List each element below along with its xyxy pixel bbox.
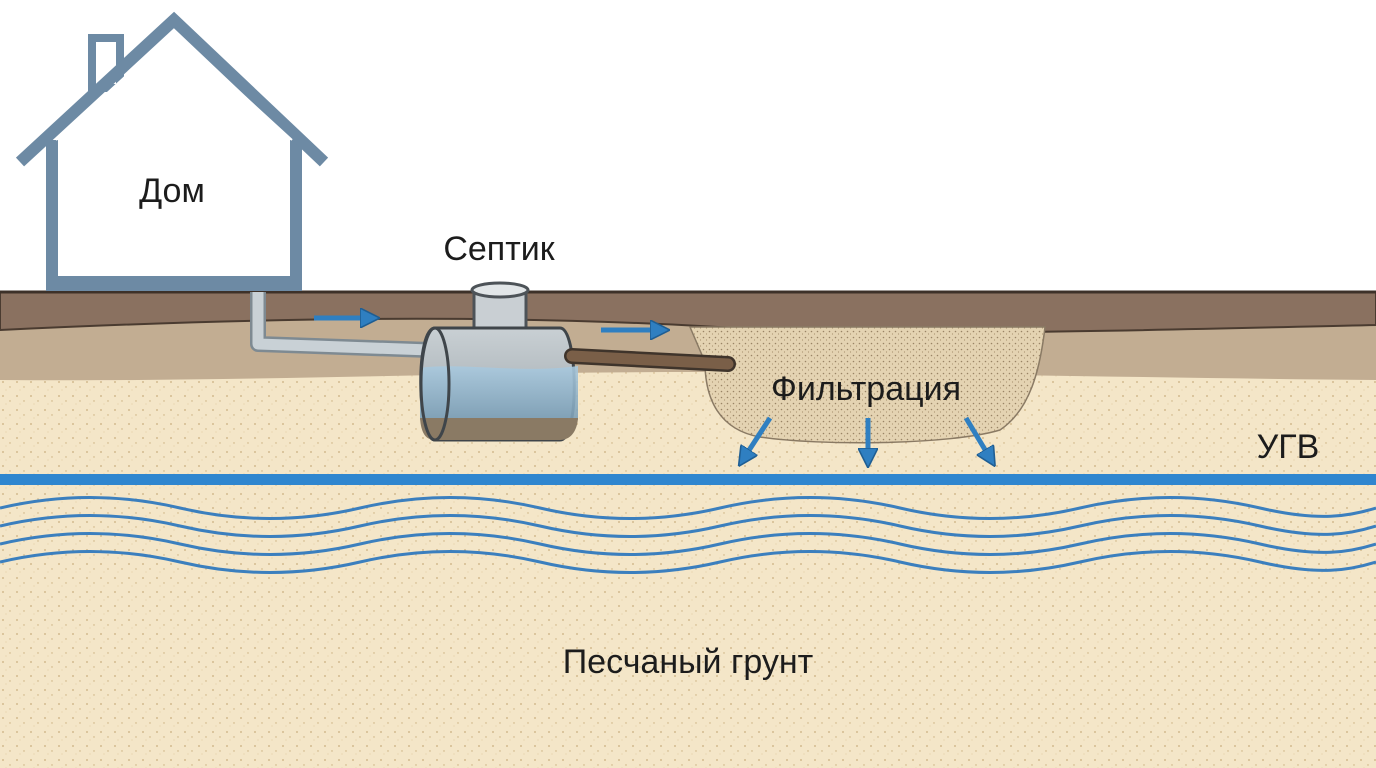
topsoil-layer: [0, 291, 1376, 334]
groundwater-waves: [0, 496, 1376, 574]
septic-tank: [419, 281, 578, 442]
infiltration-arrow-left: [744, 416, 773, 458]
label-house: Дом: [139, 172, 205, 210]
label-filtration: Фильтрация: [771, 370, 961, 408]
sand-texture: [0, 360, 1376, 768]
inlet-pipe: [250, 292, 431, 358]
outlet-pipe: [564, 348, 736, 372]
house: [15, 11, 329, 291]
septic-water: [420, 366, 578, 420]
flow-arrows: [314, 318, 990, 458]
infiltration-arrow-right: [963, 416, 990, 458]
label-septic: Септик: [443, 230, 555, 268]
groundwater-line: [0, 474, 1376, 485]
house-roof: [15, 11, 329, 167]
label-soil: Песчаный грунт: [563, 643, 814, 681]
septic-sludge: [420, 418, 578, 440]
label-groundwater: УГВ: [1257, 428, 1320, 466]
